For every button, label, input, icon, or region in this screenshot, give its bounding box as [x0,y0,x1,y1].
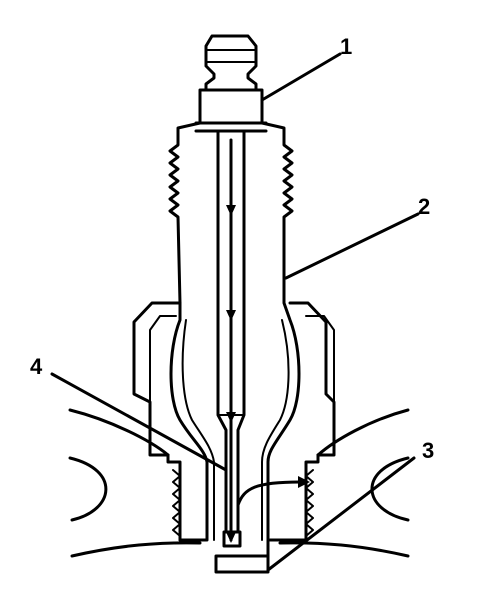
callout-1: 1 [340,34,352,59]
callout-4: 4 [30,354,43,379]
callout-2: 2 [418,194,430,219]
leader-lines [50,52,420,572]
callouts: 1 2 3 4 [30,34,434,463]
flow-arrow-1 [226,205,236,216]
cylinder-head [68,408,410,558]
flow-arrow-2 [226,310,236,321]
insulator [168,121,301,542]
flow-arrow-3 [226,412,236,423]
hex-shell [132,301,336,457]
flow-arrow-4 [226,532,236,543]
terminal [194,34,268,133]
flow-arrow-5 [298,476,310,488]
current-flow-arrows [226,138,310,543]
ground-electrode [214,538,270,574]
threaded-shell [166,453,320,542]
callout-3: 3 [422,438,434,463]
